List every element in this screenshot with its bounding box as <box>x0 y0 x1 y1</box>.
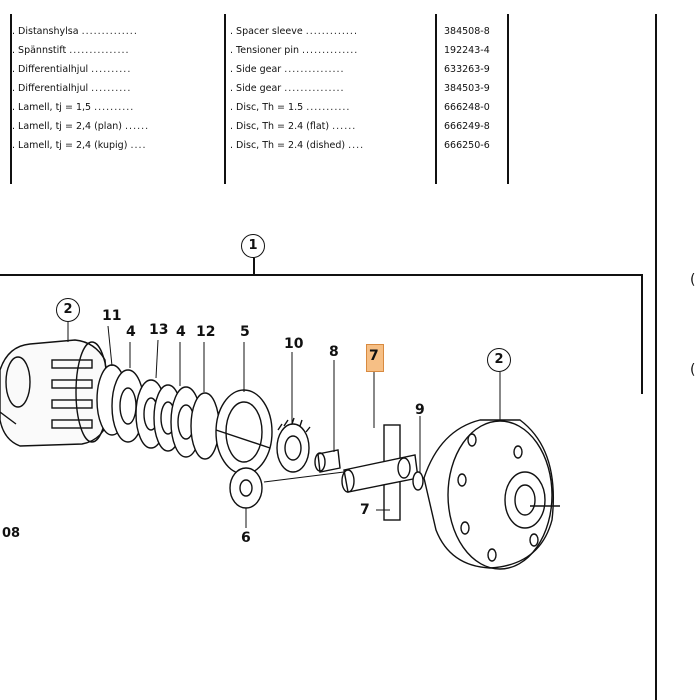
swedish-name: Lamell, tj = 2,4 (plan) <box>18 121 122 132</box>
callout-13: 13 <box>149 322 169 338</box>
diagram-frame-right <box>641 274 643 394</box>
part-number: 384508-8 <box>444 26 490 37</box>
english-name: Disc, Th = 1.5 <box>236 102 304 113</box>
table-rule-right <box>507 14 509 184</box>
small-side-gear <box>229 467 263 509</box>
assembly-callout-1: 1 <box>241 234 265 258</box>
english-name: Disc, Th = 2.4 (dished) <box>236 140 346 151</box>
callout-9: 9 <box>415 402 425 418</box>
callout-leader-lines <box>67 322 501 528</box>
callout-11: 11 <box>102 308 122 324</box>
left-housing <box>0 339 111 447</box>
english-name: Disc, Th = 2.4 (flat) <box>236 121 330 132</box>
diagram-frame-top <box>0 274 642 276</box>
disc-pack <box>96 364 220 460</box>
housing-right-callout: 2 <box>487 348 511 372</box>
callout-7-bottom: 7 <box>360 502 370 518</box>
right-margin-glyph-bottom: ( <box>690 362 696 378</box>
side-gear-ring <box>215 389 273 475</box>
swedish-name: Lamell, tj = 1,5 <box>18 102 92 113</box>
table-rule-left <box>10 14 12 184</box>
swedish-name: Lamell, tj = 2,4 (kupig) <box>18 140 128 151</box>
part-number: 666248-0 <box>444 102 490 113</box>
table-rule-pn <box>435 14 437 184</box>
swedish-name: Spännstift <box>18 45 67 56</box>
callout-10: 10 <box>284 336 304 352</box>
right-housing <box>423 419 560 570</box>
swedish-name: Differentialhjul <box>18 64 89 75</box>
callout-6: 6 <box>241 530 251 546</box>
right-margin-glyph-top: ( <box>690 272 696 288</box>
highlight-box <box>366 344 384 372</box>
table-rule-mid <box>224 14 226 184</box>
part-number: 666250-6 <box>444 140 490 151</box>
part-number: 384503-9 <box>444 83 490 94</box>
spacer-sleeve <box>314 449 341 473</box>
english-name: Spacer sleeve <box>236 26 303 37</box>
english-name: Side gear <box>236 83 282 94</box>
callout-7-highlighted: 7 <box>369 348 379 364</box>
part-number: 633263-9 <box>444 64 490 75</box>
cross-shaft <box>341 424 419 521</box>
housing-left-callout: 2 <box>56 298 80 322</box>
part-number: 666249-8 <box>444 121 490 132</box>
callout-4b: 4 <box>176 324 186 340</box>
swedish-name: Differentialhjul <box>18 83 89 94</box>
english-name: Tensioner pin <box>236 45 299 56</box>
edge-text: 08 <box>2 526 21 541</box>
swedish-name: Distanshylsa <box>18 26 79 37</box>
english-name: Side gear <box>236 64 282 75</box>
pinion-gear <box>276 417 311 473</box>
page-divider-right <box>655 14 657 700</box>
callout-5: 5 <box>240 324 250 340</box>
part-number: 192243-4 <box>444 45 490 56</box>
callout-12: 12 <box>196 324 216 340</box>
assembly-leader-line <box>253 258 255 275</box>
tensioner-pin <box>412 471 424 491</box>
callout-4a: 4 <box>126 324 136 340</box>
callout-8: 8 <box>329 344 339 360</box>
